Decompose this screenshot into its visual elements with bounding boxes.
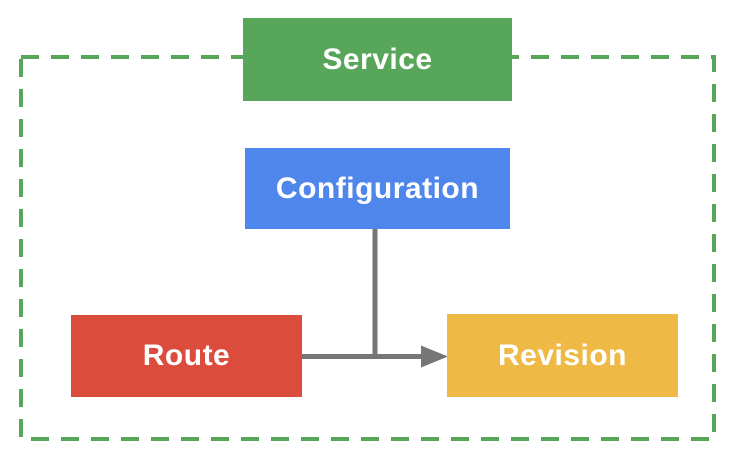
revision-node-box: [447, 314, 678, 397]
configuration-node-box: [245, 148, 510, 229]
service-node-box: [243, 18, 512, 101]
arrow-head-icon: [421, 345, 448, 368]
route-node-box: [71, 315, 302, 397]
